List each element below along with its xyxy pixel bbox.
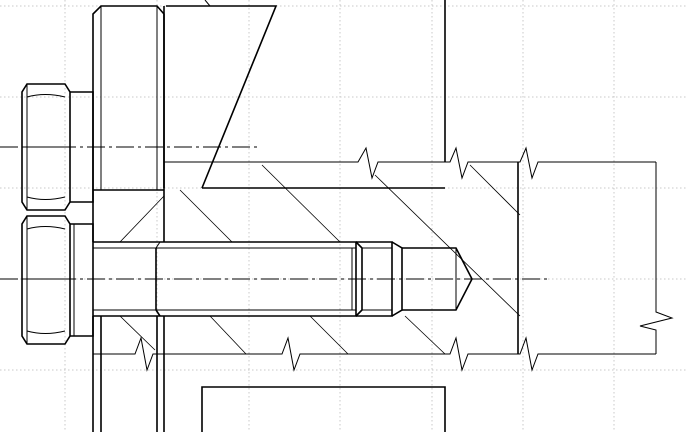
lower-plate xyxy=(201,386,446,432)
upper-flange xyxy=(92,5,165,191)
middle-member xyxy=(92,146,656,432)
bolt xyxy=(93,241,363,317)
wedge-plate xyxy=(166,0,446,189)
nut-upper xyxy=(21,83,94,211)
section-hatching xyxy=(119,164,521,355)
nut-lower xyxy=(21,215,94,345)
stub-beam xyxy=(517,162,674,354)
bolt-tip xyxy=(356,241,473,317)
